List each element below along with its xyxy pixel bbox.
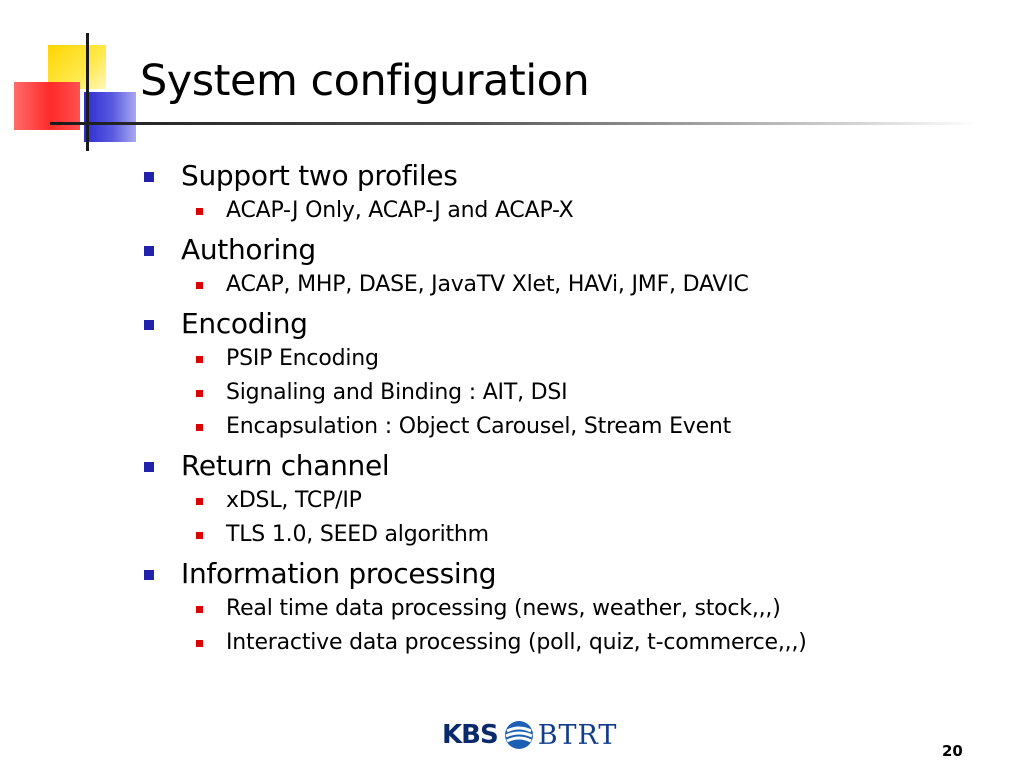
bullet-item: Return channel [140,449,1000,483]
logo-kbs-text: KBS [442,720,499,750]
square-bullet-icon [196,208,203,215]
sub-bullet-text: ACAP, MHP, DASE, JavaTV Xlet, HAVi, JMF,… [226,272,749,297]
sub-bullet-text: Signaling and Binding : AIT, DSI [226,380,568,405]
bullet-text: Encoding [181,307,308,340]
sub-bullet-item: ACAP, MHP, DASE, JavaTV Xlet, HAVi, JMF,… [140,270,1000,299]
square-bullet-icon [196,532,203,539]
bullet-text: Return channel [181,449,390,482]
kbs-globe-icon [504,721,533,749]
bullet-text: Authoring [181,233,316,266]
sub-bullet-item: xDSL, TCP/IP [140,486,1000,515]
bullet-item: Encoding [140,307,1000,341]
sub-bullet-text: TLS 1.0, SEED algorithm [226,522,489,547]
sub-bullet-item: PSIP Encoding [140,344,1000,373]
slide-title: System configuration [140,56,590,106]
square-bullet-icon [144,246,154,256]
square-bullet-icon [144,462,154,472]
logo-btrt-text: BTRT [537,719,618,751]
kbs-btrt-logo: KBS BTRT [442,718,617,752]
sub-bullet-text: PSIP Encoding [226,346,379,371]
decorative-yellow-square [48,45,106,89]
sub-bullet-item: Signaling and Binding : AIT, DSI [140,378,1000,407]
bullet-item: Support two profiles [140,159,1000,193]
sub-bullet-text: Interactive data processing (poll, quiz,… [226,630,807,655]
sub-bullet-text: Encapsulation : Object Carousel, Stream … [226,414,732,439]
bullet-text: Information processing [181,557,497,590]
square-bullet-icon [196,640,203,647]
bullet-item: Authoring [140,233,1000,267]
square-bullet-icon [196,606,203,613]
sub-bullet-text: ACAP-J Only, ACAP-J and ACAP-X [226,198,574,223]
title-underline [50,122,980,125]
sub-bullet-item: Interactive data processing (poll, quiz,… [140,628,1000,657]
sub-bullet-text: Real time data processing (news, weather… [226,596,781,621]
square-bullet-icon [196,356,203,363]
sub-bullet-text: xDSL, TCP/IP [226,488,362,513]
square-bullet-icon [144,320,154,330]
square-bullet-icon [144,172,154,182]
sub-bullet-item: Encapsulation : Object Carousel, Stream … [140,412,1000,441]
square-bullet-icon [196,282,203,289]
page-number: 20 [942,742,963,760]
sub-bullet-item: Real time data processing (news, weather… [140,594,1000,623]
square-bullet-icon [144,570,154,580]
bullet-list: Support two profiles ACAP-J Only, ACAP-J… [140,156,1000,657]
square-bullet-icon [196,390,203,397]
bullet-text: Support two profiles [181,159,458,192]
sub-bullet-item: ACAP-J Only, ACAP-J and ACAP-X [140,196,1000,225]
sub-bullet-item: TLS 1.0, SEED algorithm [140,520,1000,549]
bullet-item: Information processing [140,557,1000,591]
square-bullet-icon [196,498,203,505]
square-bullet-icon [196,424,203,431]
decorative-blue-square [84,92,136,142]
decorative-vertical-line [86,33,89,151]
